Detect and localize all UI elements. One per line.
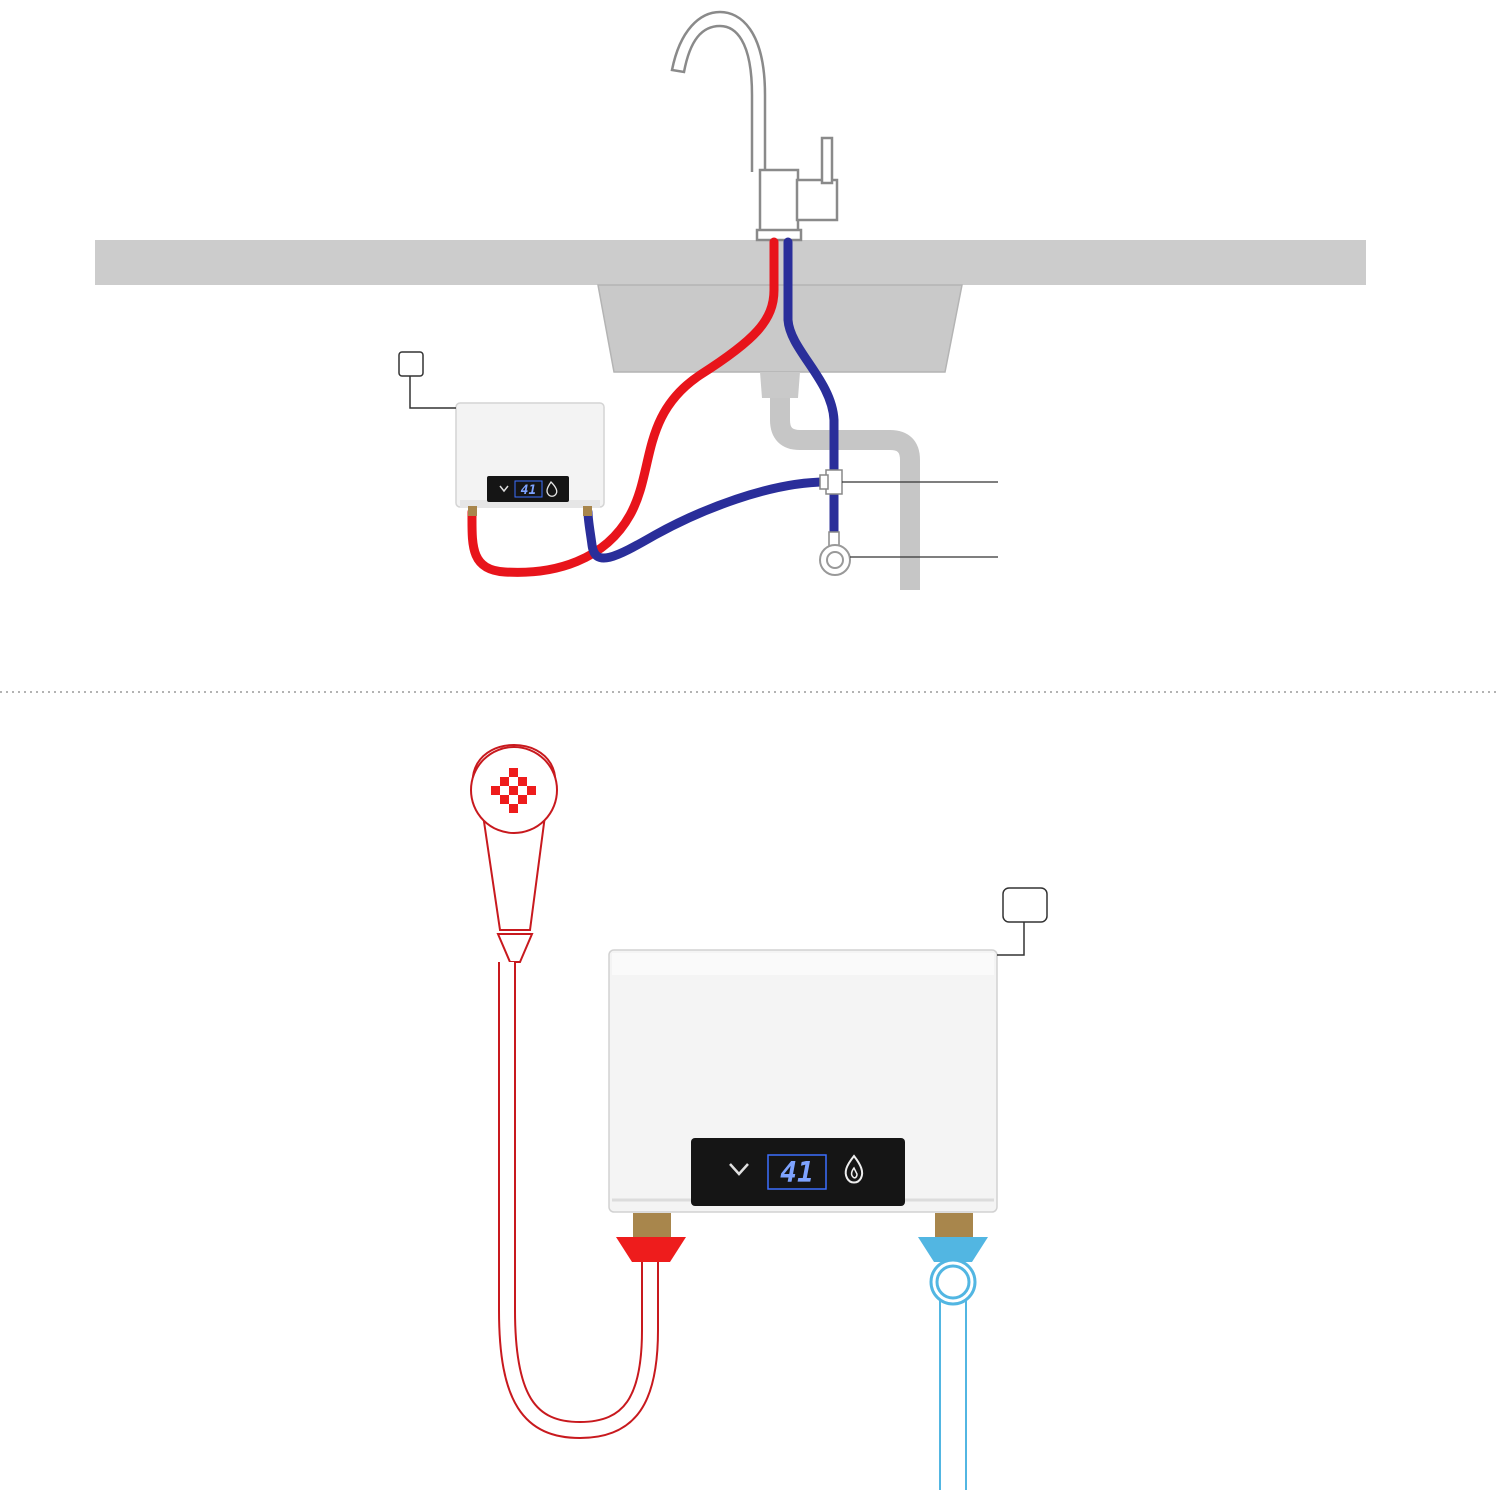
countertop (95, 240, 1366, 285)
hot-water-hose (467, 237, 779, 577)
hot-outlet-fitting (633, 1213, 671, 1237)
display-temperature: 41 (780, 1156, 814, 1189)
blank-label-box-top (398, 351, 456, 409)
angle-valve-icon (819, 531, 851, 576)
cold-inlet-fitting (935, 1213, 973, 1237)
cold-water-hose-faucet (783, 237, 839, 475)
bottom-installation-scene: 41 (470, 743, 1048, 1490)
flame-drop-icon (844, 1154, 864, 1184)
sink-drain-neck (760, 372, 800, 398)
blank-label-box-bottom (997, 887, 1048, 956)
heater-display-large: 41 (691, 1138, 905, 1206)
shower-head-icon (470, 743, 558, 963)
shower-nozzle-pattern (491, 768, 536, 813)
top-installation-scene: 41 (95, 10, 1366, 590)
water-heater-small: 41 (455, 402, 605, 516)
sink-basin (597, 284, 963, 373)
display-temperature: 41 (521, 483, 537, 498)
water-heater-large: 41 (608, 949, 998, 1237)
chevron-down-icon (729, 1163, 749, 1176)
chevron-down-icon (499, 485, 509, 493)
flame-drop-icon (546, 480, 558, 497)
cold-inlet-connector (918, 1237, 988, 1306)
cold-inlet-fitting (583, 506, 592, 516)
tee-connector (819, 469, 843, 495)
shower-hose-inner (500, 962, 657, 1437)
cold-water-hose-heater (583, 477, 831, 563)
kitchen-faucet (670, 10, 839, 242)
drain-pipe (770, 398, 920, 590)
heater-display-small: 41 (487, 476, 569, 502)
hot-outlet-fitting (468, 506, 477, 516)
hot-outlet-connector (616, 1237, 686, 1262)
